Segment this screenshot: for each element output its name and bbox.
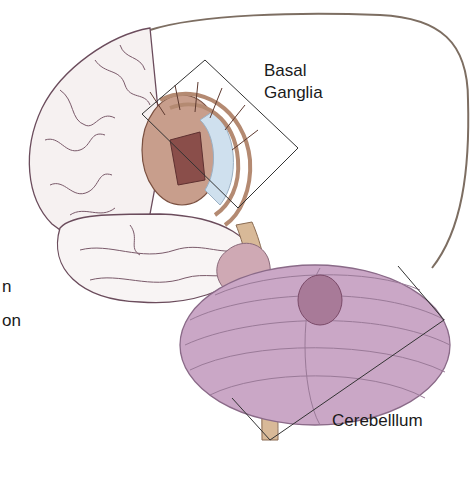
- partial-label: on: [2, 310, 42, 332]
- gyri: [45, 45, 150, 215]
- region-label: Basal Ganglia: [264, 60, 348, 104]
- temporal-gyri: [80, 225, 240, 282]
- basal-ganglia-bracket: [142, 60, 298, 208]
- frontal-lobe: [29, 28, 162, 235]
- region-label: Cerebelllum: [332, 410, 462, 432]
- fiber-lines: [150, 82, 258, 150]
- cerebellum-shape: [180, 265, 450, 425]
- caudate-tail: [160, 94, 250, 225]
- partial-label: n: [2, 276, 32, 298]
- cerebellar-folia: [185, 268, 450, 425]
- dentate-nucleus: [298, 275, 342, 325]
